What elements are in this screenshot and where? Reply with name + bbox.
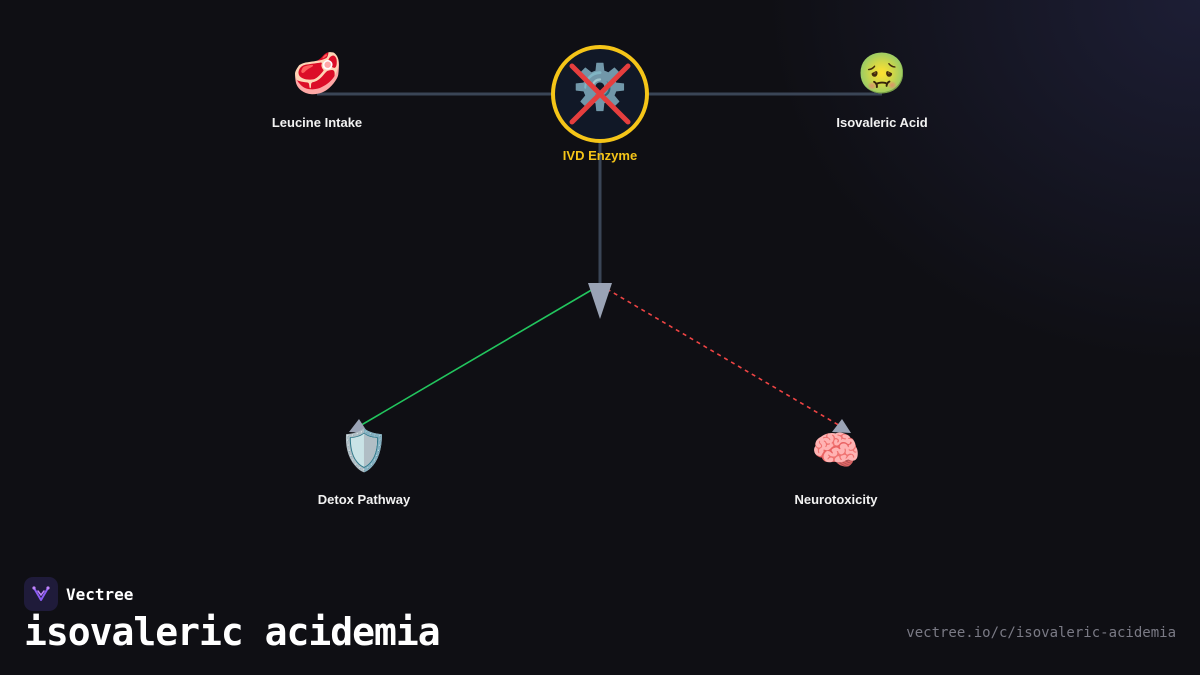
node-label-leucine-intake[interactable]: Leucine Intake (271, 115, 363, 130)
node-label-ivd-enzyme[interactable]: IVD Enzyme (562, 148, 638, 163)
meat-icon: 🥩 (292, 52, 342, 96)
node-label-detox-pathway[interactable]: Detox Pathway (317, 492, 411, 507)
page-title: isovaleric acidemia (24, 610, 441, 654)
vectree-logo-icon (24, 577, 58, 611)
edge-junction-neuro (599, 284, 843, 428)
page-url[interactable]: vectree.io/c/isovaleric-acidemia (906, 625, 1176, 641)
shield-icon: 🛡️ (339, 429, 389, 473)
arrowhead-neuro (832, 419, 851, 433)
edge-junction-detox (357, 284, 601, 428)
node-label-neurotoxicity[interactable]: Neurotoxicity (794, 492, 878, 507)
brain-icon: 🧠 (811, 429, 861, 473)
arrowhead-junction (588, 283, 612, 319)
brand[interactable]: Vectree (24, 577, 133, 611)
node-label-isovaleric-acid[interactable]: Isovaleric Acid (836, 115, 928, 130)
arrowhead-detox (349, 419, 368, 433)
gear-icon: ⚙️ (572, 63, 628, 112)
brand-name: Vectree (66, 584, 134, 604)
nauseated-face-icon: 🤢 (857, 52, 907, 96)
